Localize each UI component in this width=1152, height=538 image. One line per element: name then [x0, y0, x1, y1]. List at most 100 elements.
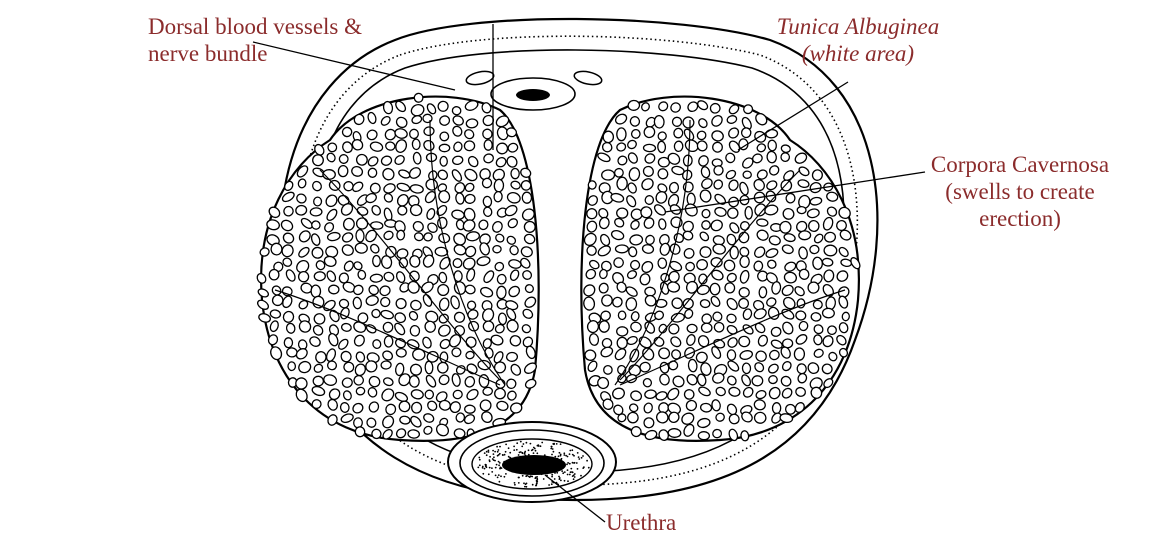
- cavernous-cell: [687, 324, 697, 333]
- cavernous-cell: [698, 432, 709, 440]
- spongy-dot: [560, 455, 562, 457]
- spongy-dot: [561, 470, 563, 472]
- spongy-dot: [504, 476, 506, 478]
- spongy-dot: [536, 480, 538, 482]
- cavernous-cell: [740, 256, 750, 268]
- spongy-dot: [563, 454, 565, 456]
- cavernous-cell: [497, 274, 506, 284]
- spongy-dot: [556, 443, 558, 445]
- spongy-dot: [573, 478, 575, 480]
- tunica-label-line1: Tunica Albuginea: [758, 13, 958, 40]
- spongy-dot: [552, 443, 554, 445]
- cavernous-cell: [355, 426, 366, 437]
- cavernous-cell: [810, 245, 819, 254]
- spongy-dot: [505, 451, 507, 453]
- cavernous-cell: [604, 366, 612, 375]
- cavernous-cell: [412, 139, 420, 150]
- cavernous-cell: [493, 245, 502, 253]
- spongy-dot: [540, 445, 542, 447]
- cavernous-cell: [464, 405, 475, 414]
- spongy-dot: [577, 452, 579, 454]
- spongy-dot: [478, 457, 480, 459]
- cavernous-cell: [370, 274, 383, 283]
- cavernous-cell: [315, 351, 326, 363]
- dorsal-vessels-label: Dorsal blood vessels & nerve bundle: [148, 13, 362, 67]
- cavernous-cell: [742, 363, 751, 374]
- spongy-dot: [536, 452, 538, 454]
- spongy-dot: [559, 478, 561, 480]
- dorsal-label-line1: Dorsal blood vessels &: [148, 13, 362, 40]
- spongy-dot: [484, 452, 486, 454]
- cavernous-cell: [700, 246, 712, 258]
- urethra-label: Urethra: [606, 509, 676, 536]
- cavernous-cell: [615, 245, 628, 253]
- spongy-dot: [556, 472, 558, 474]
- spongy-dot: [522, 475, 524, 477]
- cavernous-cell: [368, 168, 377, 178]
- cavernous-cell: [494, 191, 503, 202]
- spongy-dot: [563, 452, 565, 454]
- cavernous-cell: [522, 192, 532, 203]
- spongy-dot: [521, 446, 523, 448]
- cavernous-cell: [617, 177, 628, 190]
- spongy-dot: [488, 473, 490, 475]
- cavernous-cell: [617, 128, 626, 141]
- cavernous-cell: [288, 362, 296, 371]
- cavernous-cell: [310, 208, 322, 216]
- spongy-dot: [566, 464, 568, 466]
- spongy-dot: [564, 480, 566, 482]
- cavernous-cell: [741, 127, 751, 138]
- cavernous-cell: [603, 131, 613, 143]
- cavernous-cell: [425, 361, 433, 374]
- spongy-dot: [497, 477, 499, 479]
- spongy-dot: [526, 483, 528, 485]
- spongy-dot: [505, 444, 507, 446]
- spongy-dot: [560, 443, 562, 445]
- cavernous-cell: [794, 348, 804, 361]
- spongy-dot: [513, 446, 515, 448]
- spongy-dot: [488, 451, 490, 453]
- cavernous-cell: [628, 100, 640, 111]
- cavernous-cell: [701, 220, 710, 229]
- cavernous-cell: [672, 117, 682, 127]
- cavernous-cell: [484, 140, 492, 151]
- spongy-dot: [485, 465, 487, 467]
- cavernous-cell: [410, 129, 419, 138]
- cavernous-cell: [740, 221, 749, 230]
- cavernous-cell: [440, 156, 447, 166]
- spongy-dot: [494, 451, 496, 453]
- cavernous-cell: [343, 218, 355, 231]
- spongy-dot: [497, 455, 499, 457]
- spongy-dot: [484, 468, 486, 470]
- spongy-dot: [489, 467, 491, 469]
- cavernous-cell: [466, 118, 478, 128]
- cavernous-cell: [423, 126, 434, 136]
- spongy-dot: [522, 452, 524, 454]
- spongy-dot: [548, 484, 550, 486]
- spongy-dot: [564, 471, 566, 473]
- spongy-dot: [565, 455, 567, 457]
- spongy-dot: [574, 476, 576, 478]
- spongy-dot: [524, 451, 526, 453]
- spongy-dot: [578, 456, 580, 458]
- urethra-label-line1: Urethra: [606, 509, 676, 536]
- spongy-dot: [535, 450, 537, 452]
- cavernous-cell: [811, 312, 822, 321]
- spongy-dot: [567, 462, 569, 464]
- spongy-dot: [520, 441, 522, 443]
- spongy-dot: [509, 452, 511, 454]
- cavernous-cell: [617, 208, 628, 218]
- cavernous-cell: [286, 347, 297, 357]
- cavernous-cell: [768, 140, 777, 151]
- cavernous-cell: [768, 375, 778, 384]
- corpora-cavernosa-label: Corpora Cavernosa (swells to create erec…: [920, 151, 1120, 232]
- cavernous-cell: [438, 285, 449, 296]
- spongy-dot: [569, 450, 571, 452]
- spongy-dot: [508, 447, 510, 449]
- cavernous-cell: [702, 209, 710, 218]
- spongy-dot: [495, 467, 497, 469]
- spongy-dot: [479, 459, 481, 461]
- cavernous-cell: [657, 141, 665, 153]
- cavernous-cell: [654, 115, 664, 128]
- cavernous-cell: [631, 129, 640, 138]
